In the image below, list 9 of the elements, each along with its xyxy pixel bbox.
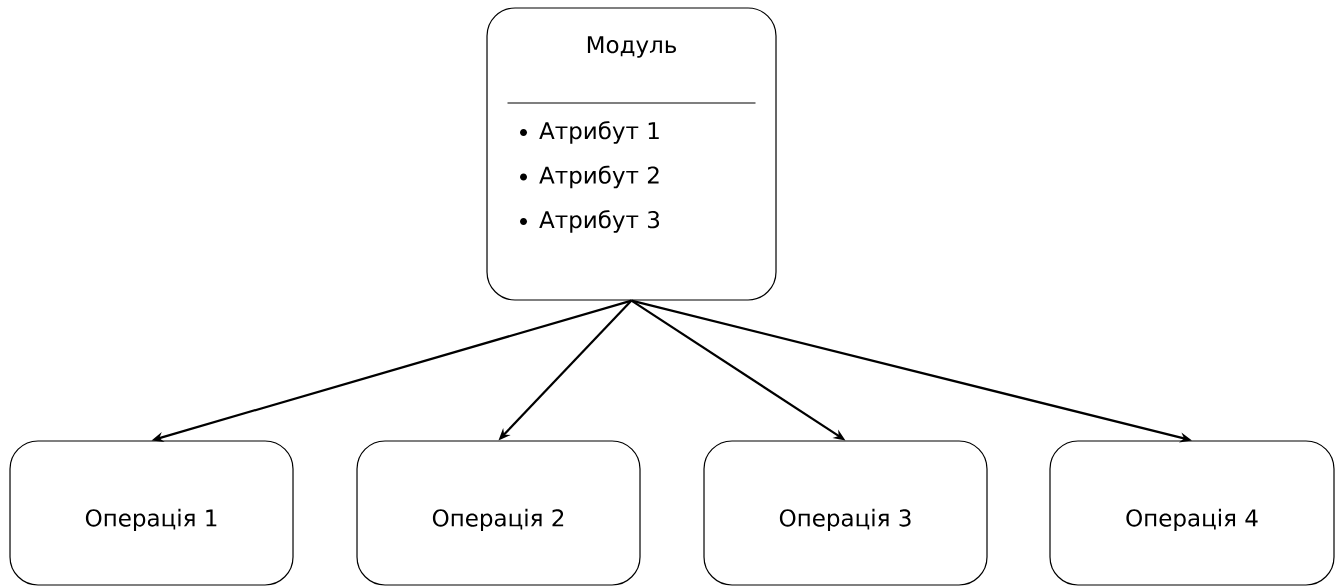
bullet-item: Атрибут 1 [520, 121, 659, 144]
operation-box: Операція 4 [1049, 440, 1335, 586]
bullet-item: Атрибут 2 [520, 165, 659, 189]
module-box [486, 7, 777, 301]
operation-box: Операція 3 [703, 440, 988, 586]
operation-box: Операція 2 [356, 440, 641, 586]
bullet-item: Атрибут 3 [520, 210, 660, 233]
operation-box: Операція 1 [9, 440, 294, 586]
box-title: Модуль [587, 36, 676, 58]
